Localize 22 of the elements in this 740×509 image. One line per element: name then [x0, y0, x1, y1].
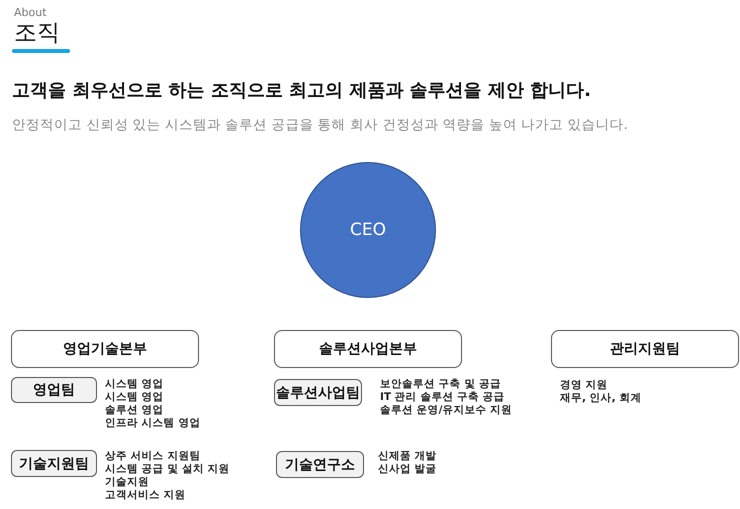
description-text: 솔루션 영업 — [105, 404, 164, 417]
division-box: 영업기술본부 — [11, 330, 199, 368]
description-text: 신제품 개발 — [378, 450, 437, 463]
description-text: 고객서비스 지원 — [105, 489, 186, 502]
description-text: 경영 지원 — [560, 379, 608, 392]
description-text: 재무, 인사, 회계 — [560, 392, 642, 405]
headline: 고객을 최우선으로 하는 조직으로 최고의 제품과 솔루션을 제안 합니다. — [12, 79, 591, 102]
description-text: 상주 서비스 지원팀 — [105, 450, 200, 463]
ceo-circle: CEO — [300, 162, 436, 298]
section-label: About — [14, 6, 47, 19]
description-text: 인프라 시스템 영업 — [105, 417, 200, 430]
description-text: 솔루션 운영/유지보수 지원 — [380, 404, 512, 417]
description-text: IT 관리 솔루션 구축 공급 — [380, 391, 505, 404]
subheadline: 안정적이고 신뢰성 있는 시스템과 솔루션 공급을 통해 회사 건정성과 역량을 높여 나가고 있습니다. — [12, 116, 628, 134]
description-text: 신사업 발굴 — [378, 463, 437, 476]
description-text: 보안솔루션 구축 및 공급 — [380, 378, 501, 391]
description-text: 시스템 공급 및 설치 지원 — [105, 463, 230, 476]
description-text: 기술지원 — [105, 476, 149, 489]
description-text: 시스템 영업 — [105, 378, 164, 391]
description-text: 시스템 영업 — [105, 391, 164, 404]
division-box: 솔루션사업본부 — [274, 330, 462, 368]
page-title: 조직 — [14, 19, 60, 48]
